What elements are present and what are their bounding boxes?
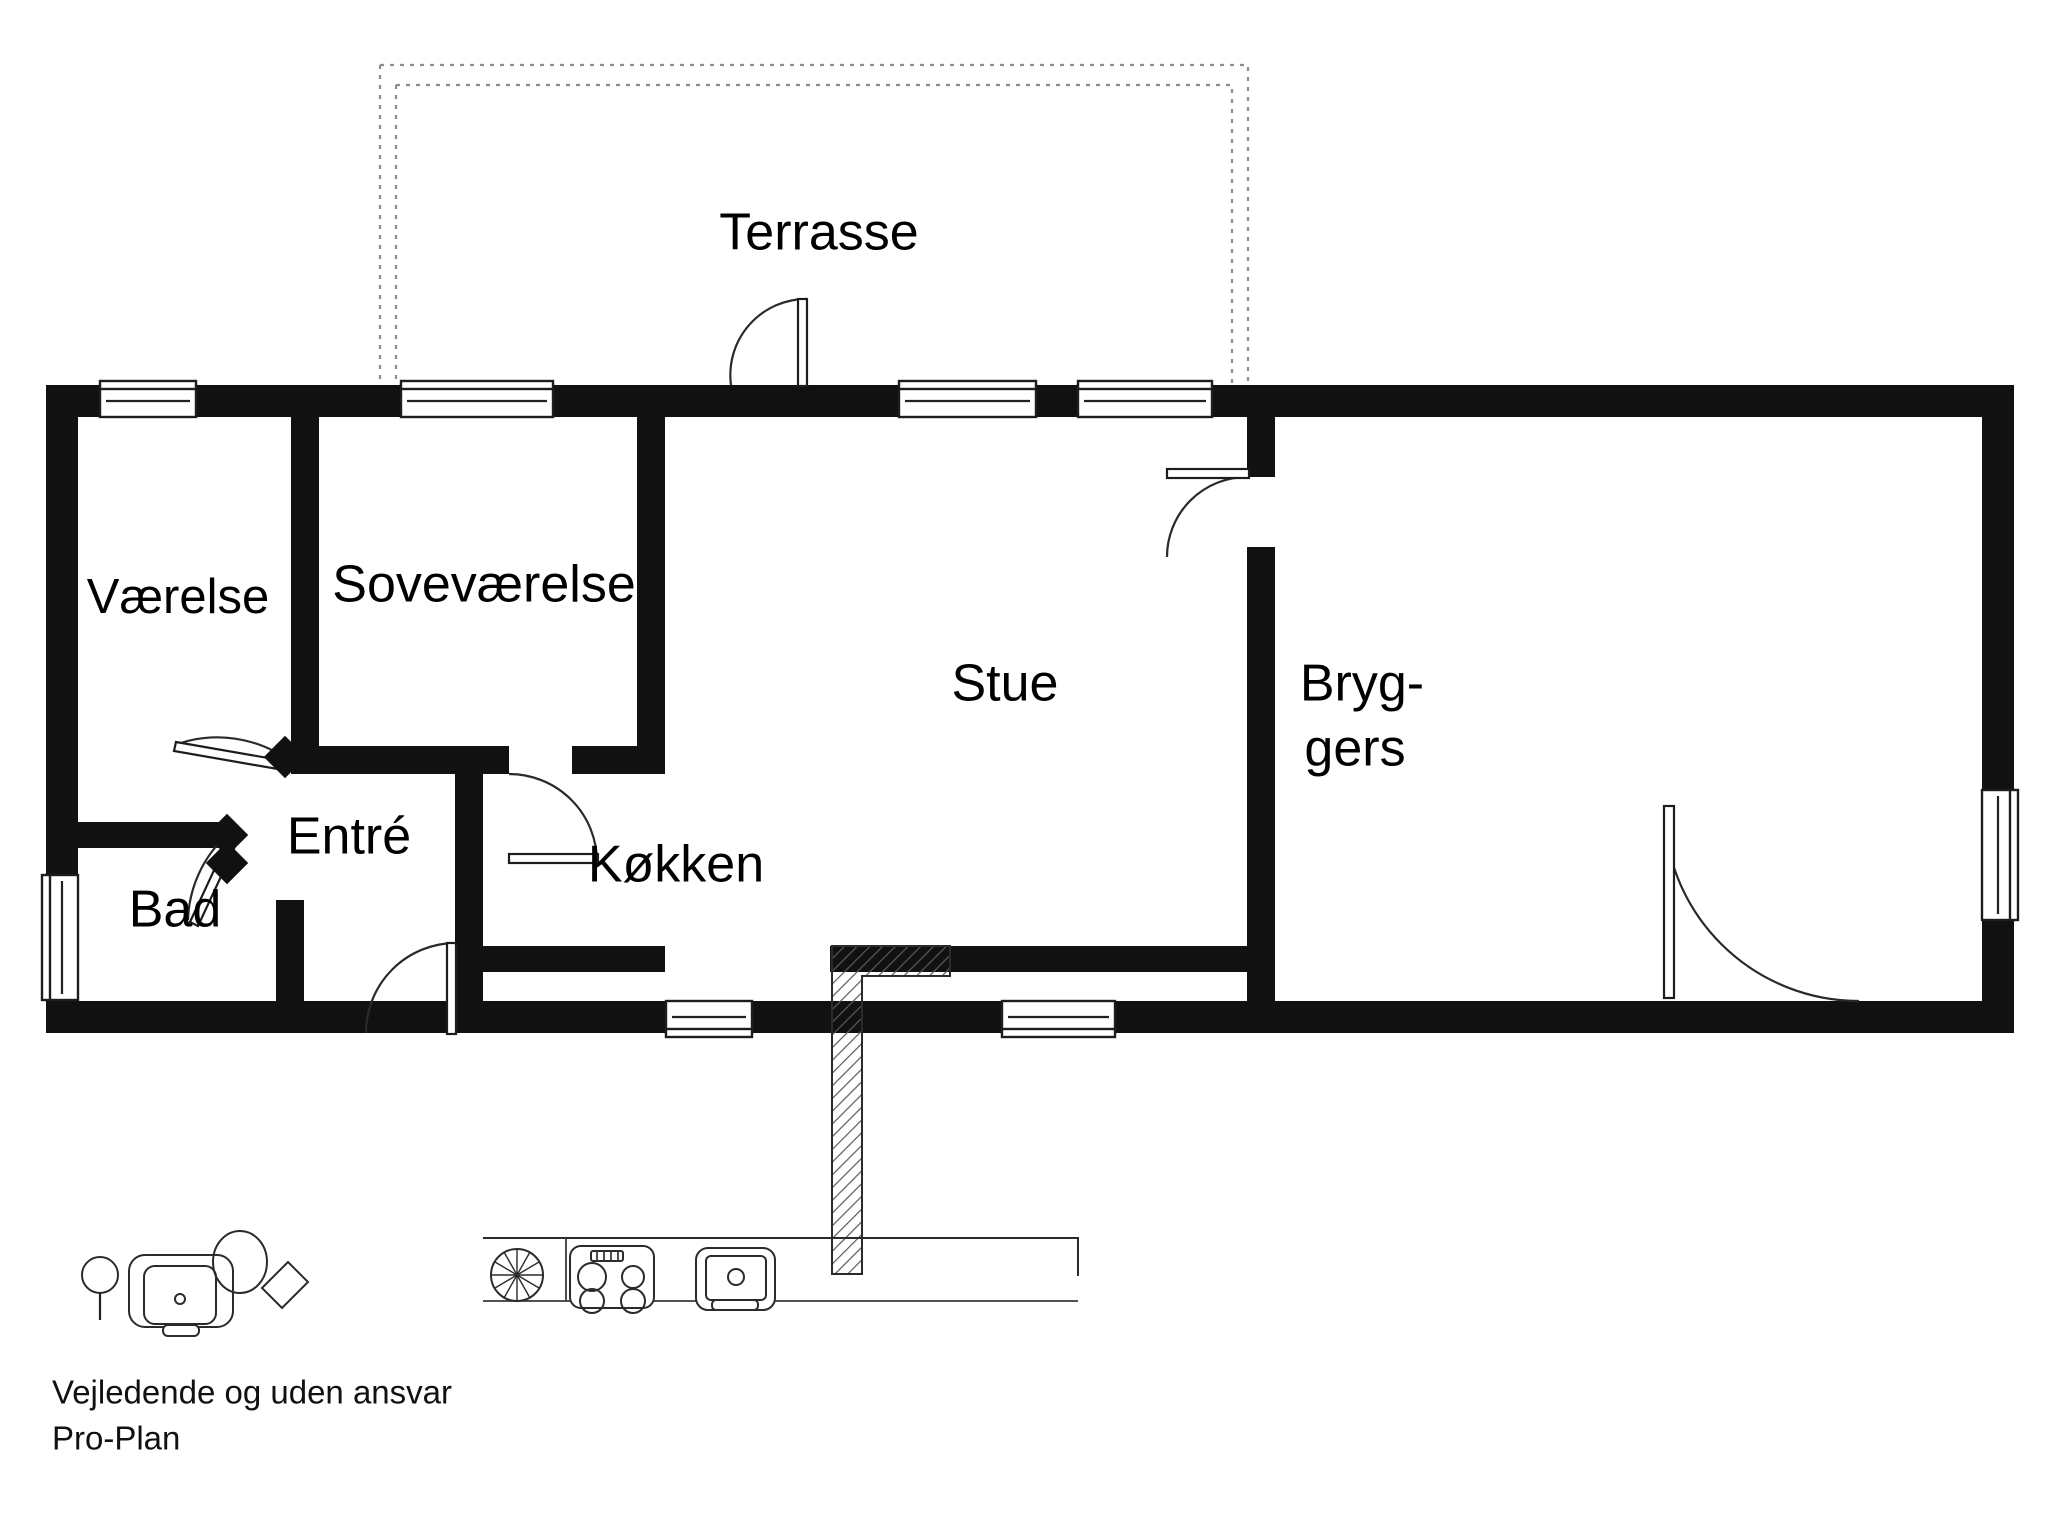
wall-bad-north xyxy=(62,822,227,848)
window-bryggers-right xyxy=(1980,788,2020,922)
interior-walls xyxy=(62,417,1275,1033)
wall-right-seg-2 xyxy=(1982,920,2014,1033)
room-label-bryggers-1: Bryg- xyxy=(1300,655,1424,713)
window-stue-top-1 xyxy=(897,379,1038,419)
door-stue-bryggers xyxy=(1165,467,1251,558)
window-vaerelse-top xyxy=(98,379,198,419)
door-sove-entre xyxy=(507,772,600,865)
kitchen-sink xyxy=(490,1248,544,1302)
room-label-kokken: Køkken xyxy=(588,836,764,894)
bathroom-sink xyxy=(128,1254,234,1337)
wall-bottom-seg-1 xyxy=(46,1001,666,1033)
wall-left-seg-1 xyxy=(46,385,78,875)
caption-line-2: Pro-Plan xyxy=(52,1420,180,1457)
wall-stue-bryggers-top xyxy=(1247,417,1275,477)
window-bad-left xyxy=(40,873,80,1002)
room-label-vaerelse: Værelse xyxy=(87,570,269,624)
wall-bottom-seg-2 xyxy=(752,1001,1002,1033)
windows xyxy=(40,379,2020,1039)
window-sove-top xyxy=(399,379,555,419)
caption-block: Vejledende og uden ansvar Pro-Plan xyxy=(52,1374,452,1457)
room-label-entre: Entré xyxy=(287,808,411,866)
caption-line-1: Vejledende og uden ansvar xyxy=(52,1374,452,1411)
wall-bad-entre xyxy=(276,900,304,1033)
room-label-stue: Stue xyxy=(952,655,1059,713)
bathroom-fixtures xyxy=(81,1230,310,1337)
wall-entre-kokken xyxy=(455,762,483,1033)
wall-sove-stue xyxy=(637,417,665,774)
wall-bands xyxy=(46,385,2014,1033)
wall-vaerelse-sove xyxy=(291,417,319,762)
window-kokken-bottom xyxy=(664,999,754,1039)
room-labels: Værelse Soveværelse Terrasse Stue Bryg- … xyxy=(87,204,1424,939)
wall-top-seg-2 xyxy=(196,385,401,417)
room-label-terrasse: Terrasse xyxy=(719,204,918,262)
window-stue-bottom xyxy=(1000,999,1117,1039)
bathroom-floor-drain xyxy=(81,1256,119,1320)
kitchen-appliance xyxy=(695,1247,776,1311)
wall-top-seg-5 xyxy=(1036,385,1078,417)
room-label-sovevaerelse: Soveværelse xyxy=(332,556,635,614)
door-entre-exterior xyxy=(364,941,458,1036)
wall-bottom-seg-3 xyxy=(1115,1001,1660,1033)
kitchen-fixtures xyxy=(483,1237,1079,1314)
room-label-bad: Bad xyxy=(129,881,222,939)
wall-stue-bryggers-bottom xyxy=(1247,547,1275,1033)
wall-top-seg-3 xyxy=(553,385,731,417)
door-bryggers-exterior xyxy=(1662,804,1860,1003)
wall-top-seg-6 xyxy=(1212,385,2014,417)
wall-kokken-north xyxy=(455,946,665,972)
wall-right-seg-1 xyxy=(1982,385,2014,790)
kitchen-stove xyxy=(569,1245,655,1314)
door-terrace xyxy=(729,297,809,388)
terrace-area xyxy=(378,63,1250,383)
wall-top-seg-4 xyxy=(806,385,899,417)
bathroom-toilet xyxy=(212,1230,310,1310)
window-stue-top-2 xyxy=(1076,379,1214,419)
room-label-bryggers-2: gers xyxy=(1304,720,1405,778)
kitchen-partition-wall xyxy=(831,945,951,1275)
